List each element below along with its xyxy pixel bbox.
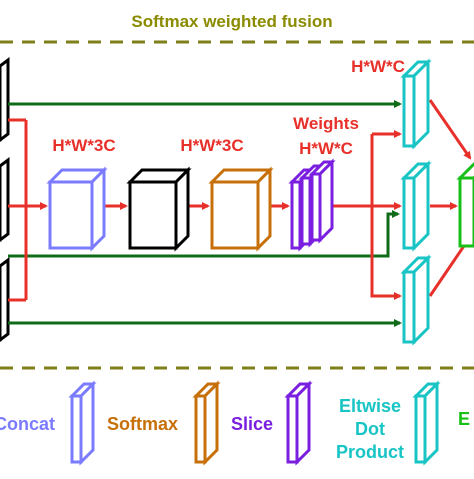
eltsum-block [456,162,474,248]
skip-arrow-2 [8,210,400,258]
slice-block [288,158,336,252]
legend-concat-label: Concat [0,414,55,434]
legend-slice-icon [284,380,313,466]
eltwise-block-3 [400,254,432,346]
softmax-dim-label: H*W*3C [180,136,243,155]
eltwise-block-1 [400,58,432,150]
input-block-2 [0,157,10,242]
legend-eltsum-label-partial: E [458,409,470,429]
output-dim-label: H*W*C [351,57,405,76]
legend-softmax-icon [192,380,221,466]
arrow-eltwise-1-to-sum [428,99,472,160]
input-block-1 [0,57,10,142]
legend-eltwise-icon [412,380,441,466]
input-block-3 [0,257,10,342]
legend-softmax-label: Softmax [107,414,178,434]
arrow-eltwise-3-to-sum [428,239,470,297]
legend-concat-icon [68,380,97,466]
legend-eltwise-label-3: Product [336,442,404,462]
legend-eltwise-label-2: Dot [355,419,385,439]
diagram-title: Softmax weighted fusion [131,12,332,31]
concat-dim-label: H*W*3C [52,136,115,155]
legend-slice-label: Slice [231,414,273,434]
slice-layer-3 [308,158,336,244]
concat-block [46,166,108,252]
legend: Concat Softmax Slice Eltwise Dot Product… [0,380,470,466]
arrow-weights-to-eltwise-3 [370,206,402,300]
weights-dim-label: H*W*C [299,139,353,158]
softmax-block [208,166,274,252]
weights-label: Weights [293,114,359,133]
eltwise-block-2 [400,160,432,252]
legend-eltwise-label-1: Eltwise [339,396,401,416]
conv-block [126,166,192,252]
